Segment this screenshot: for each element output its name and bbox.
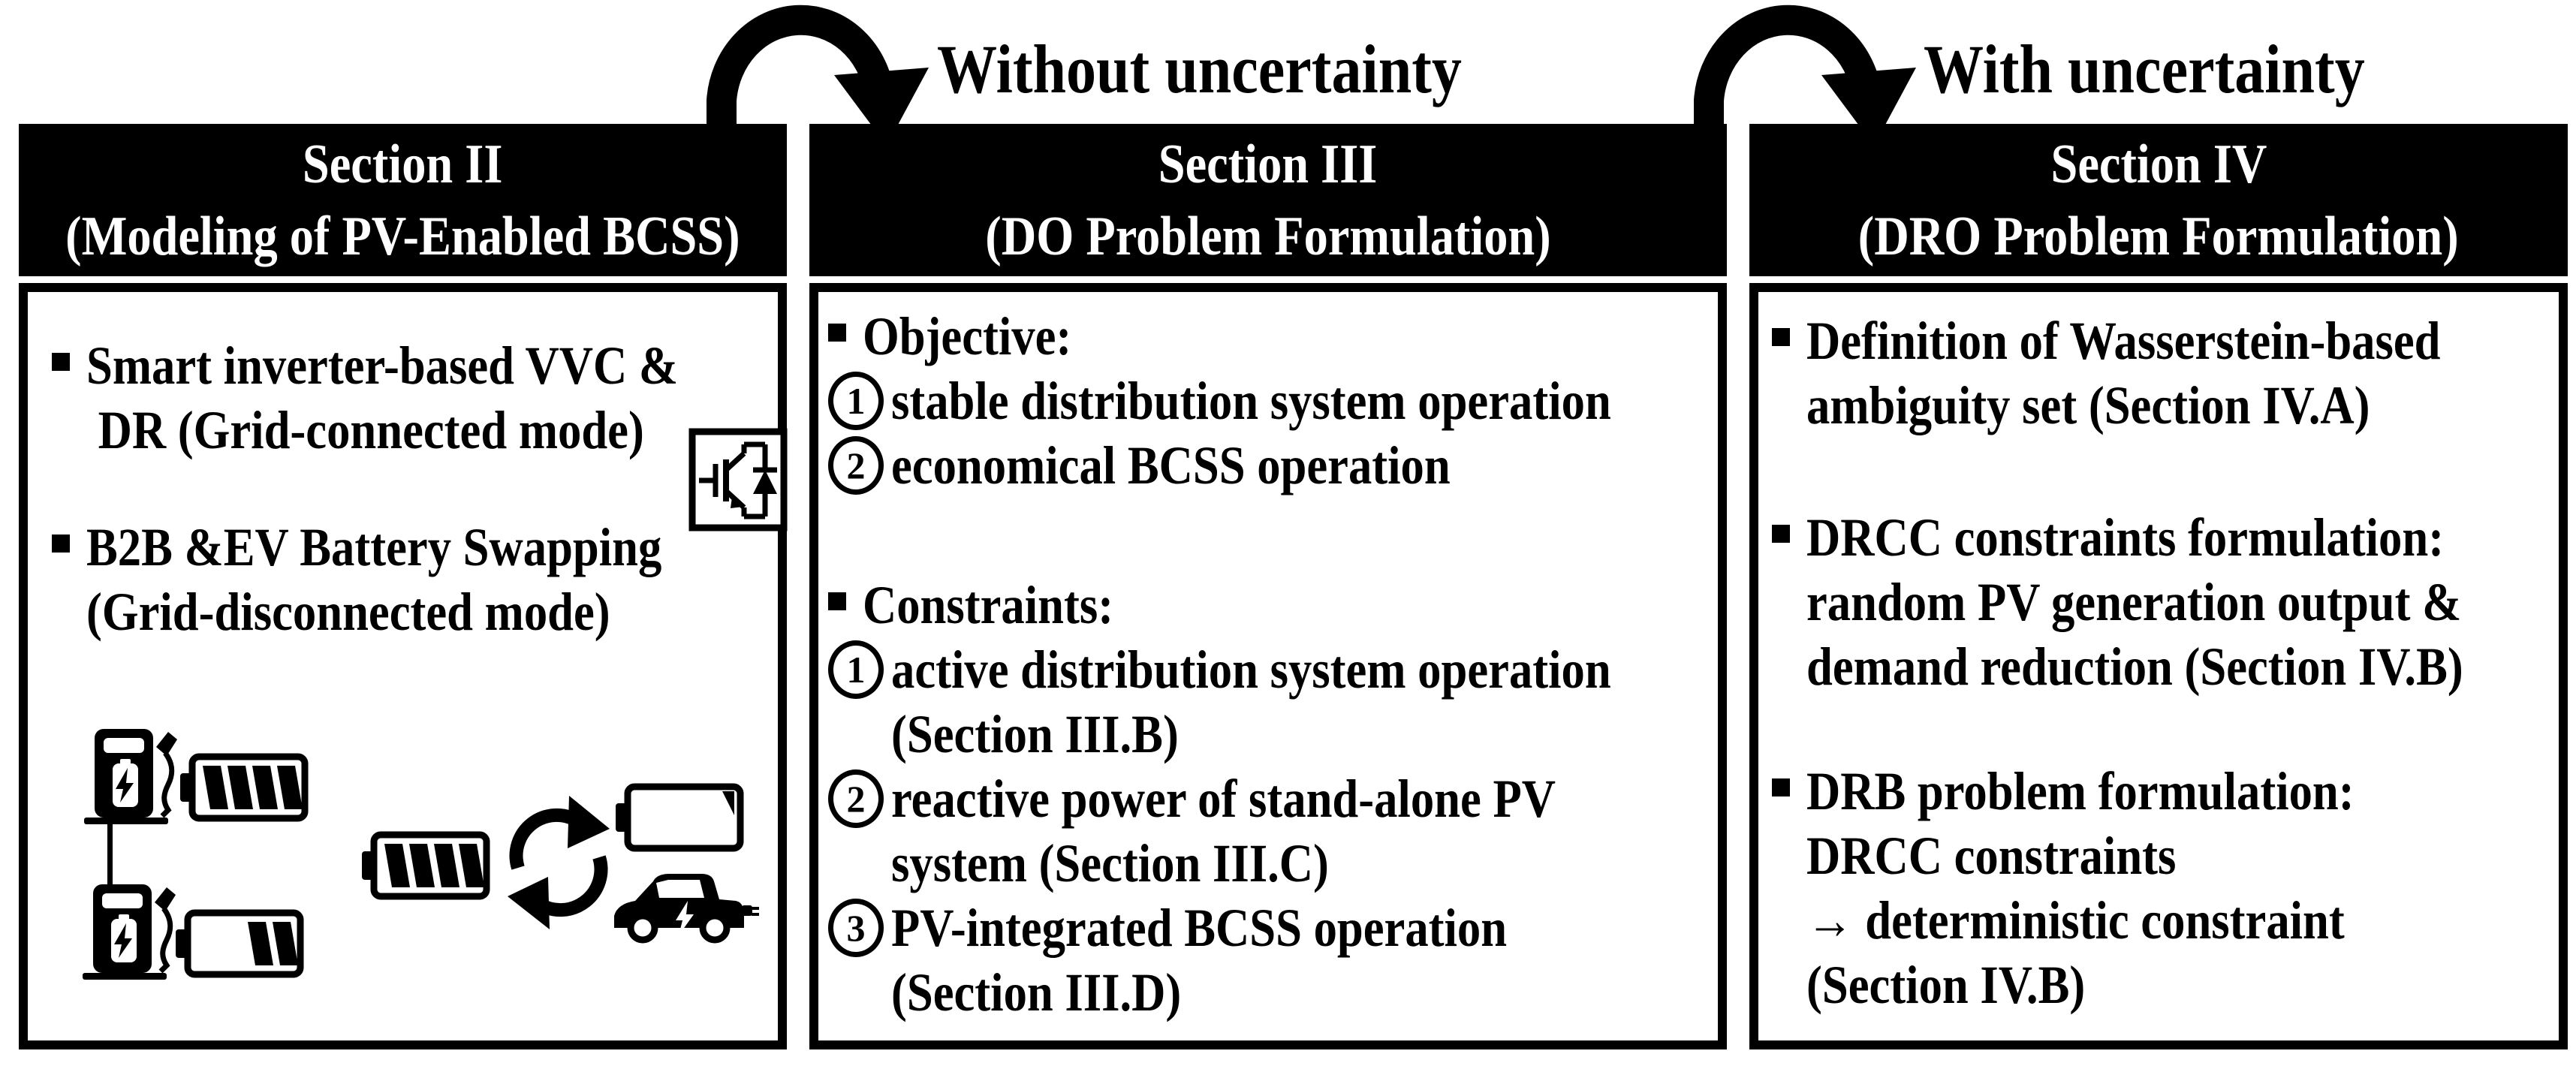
item-text: stable distribution system operation bbox=[891, 371, 1611, 431]
constraint-item-3: 3 PV-integrated BCSS operation (Section … bbox=[828, 896, 1713, 1025]
square-bullet-icon bbox=[828, 324, 846, 342]
electric-car-icon bbox=[614, 874, 759, 944]
section-ii-subtitle: (Modeling of PV-Enabled BCSS) bbox=[65, 205, 740, 267]
section-ii-title: Section II bbox=[303, 133, 503, 195]
swap-arrows-icon bbox=[508, 796, 610, 929]
section-iii-subtitle: (DO Problem Formulation) bbox=[985, 205, 1551, 267]
square-bullet-icon bbox=[1772, 778, 1790, 796]
arrow-label-without-uncertainty: Without uncertainty bbox=[937, 31, 1462, 107]
circled-number-icon: 2 bbox=[828, 769, 884, 828]
section-iv-column: Section IV (DRO Problem Formulation) Def… bbox=[1749, 124, 2568, 1049]
section-iv-subtitle: (DRO Problem Formulation) bbox=[1858, 205, 2459, 267]
constraint-item-2: 2 reactive power of stand-alone PV syste… bbox=[828, 766, 1713, 896]
square-bullet-icon bbox=[1772, 525, 1790, 543]
igbt-inverter-icon bbox=[688, 428, 788, 531]
circled-number-icon: 3 bbox=[828, 899, 884, 957]
square-bullet-icon bbox=[1772, 328, 1790, 346]
section-iii-body: Objective: 1 stable distribution system … bbox=[809, 283, 1727, 1049]
section-iii-header: Section III (DO Problem Formulation) bbox=[809, 124, 1727, 276]
item-text: Smart inverter-based VVC & DR (Grid-conn… bbox=[86, 336, 679, 460]
battery-full-icon bbox=[362, 831, 490, 900]
section-iii-title: Section III bbox=[1158, 133, 1378, 195]
section-iv-title: Section IV bbox=[2050, 133, 2267, 195]
list-item: DRCC constraints formulation: random PV … bbox=[1772, 505, 2554, 699]
section-ii-header: Section II (Modeling of PV-Enabled BCSS) bbox=[19, 124, 787, 276]
item-text: Objective: bbox=[863, 306, 1072, 366]
battery-full-icon bbox=[180, 753, 309, 822]
item-text: reactive power of stand-alone PV system … bbox=[891, 769, 1556, 893]
list-item: DRB problem formulation: DRCC constraint… bbox=[1772, 759, 2554, 1017]
list-item: Smart inverter-based VVC & DR (Grid-conn… bbox=[52, 333, 770, 462]
charger-link-line bbox=[107, 822, 113, 886]
arrow-label-with-uncertainty: With uncertainty bbox=[1924, 31, 2365, 107]
objective-heading: Objective: bbox=[828, 304, 1713, 369]
curved-arrow-without-icon bbox=[697, 2, 936, 162]
section-ii-body: Smart inverter-based VVC & DR (Grid-conn… bbox=[19, 283, 788, 1049]
list-item: B2B &EV Battery Swapping (Grid-disconnec… bbox=[52, 515, 770, 644]
item-text: DRB problem formulation: DRCC constraint… bbox=[1806, 761, 2355, 1015]
item-text: PV-integrated BCSS operation (Section II… bbox=[891, 898, 1508, 1022]
section-ii-column: Section II (Modeling of PV-Enabled BCSS)… bbox=[19, 124, 788, 1049]
objective-item-1: 1 stable distribution system operation bbox=[828, 369, 1713, 433]
constraints-heading: Constraints: bbox=[828, 573, 1713, 637]
constraint-item-1: 1 active distribution system operation (… bbox=[828, 637, 1713, 766]
ev-charger-icon bbox=[84, 729, 177, 824]
battery-low-icon bbox=[176, 909, 304, 978]
item-text: economical BCSS operation bbox=[891, 435, 1451, 495]
list-item: Definition of Wasserstein-based ambiguit… bbox=[1772, 309, 2554, 438]
section-iii-column: Section III (DO Problem Formulation) Obj… bbox=[809, 124, 1727, 1049]
ev-charger-icon bbox=[83, 884, 176, 980]
section-iv-header: Section IV (DRO Problem Formulation) bbox=[1749, 124, 2568, 276]
item-text: DRCC constraints formulation: random PV … bbox=[1806, 507, 2463, 697]
circled-number-icon: 2 bbox=[828, 436, 884, 495]
item-text: Definition of Wasserstein-based ambiguit… bbox=[1806, 311, 2441, 435]
item-text: active distribution system operation (Se… bbox=[891, 640, 1611, 764]
curved-arrow-with-icon bbox=[1685, 2, 1924, 162]
section-iv-body: Definition of Wasserstein-based ambiguit… bbox=[1749, 283, 2568, 1049]
square-bullet-icon bbox=[52, 353, 70, 371]
square-bullet-icon bbox=[828, 592, 846, 610]
item-text: B2B &EV Battery Swapping (Grid-disconnec… bbox=[86, 517, 662, 642]
item-text: Constraints: bbox=[863, 575, 1114, 635]
circled-number-icon: 1 bbox=[828, 640, 884, 699]
objective-item-2: 2 economical BCSS operation bbox=[828, 433, 1713, 498]
square-bullet-icon bbox=[52, 534, 70, 553]
battery-empty-icon bbox=[616, 783, 744, 852]
circled-number-icon: 1 bbox=[828, 372, 884, 430]
